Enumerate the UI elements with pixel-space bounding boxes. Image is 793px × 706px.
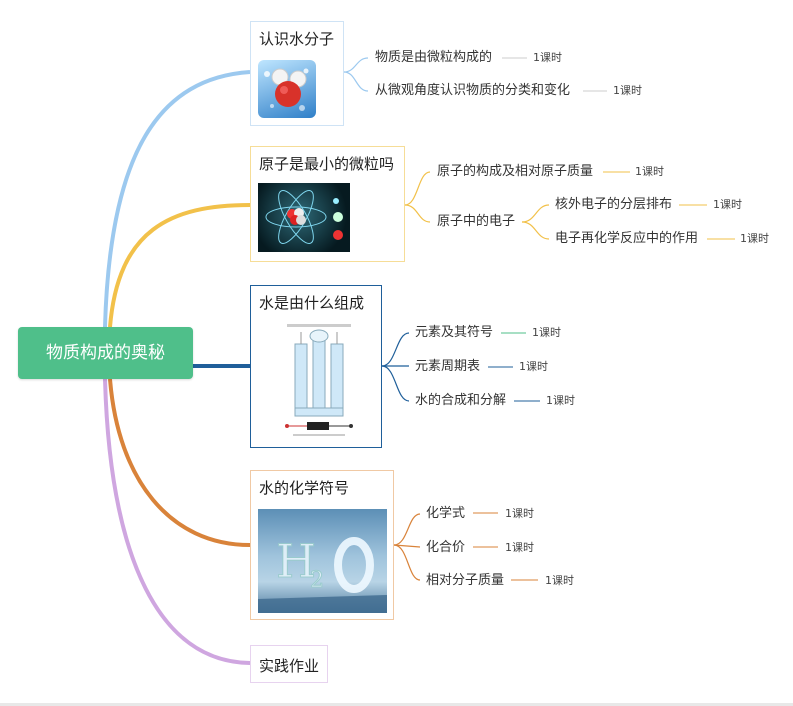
node-label[interactable]: 物质是由微粒构成的 <box>375 50 493 65</box>
child-line <box>404 204 431 223</box>
child-line <box>393 544 421 548</box>
topic-practice[interactable]: 实践作业 <box>250 645 328 683</box>
child-line <box>393 544 421 581</box>
water-molecule-image <box>258 60 316 118</box>
branch-line-1 <box>103 70 251 328</box>
lesson-tag: 1课时 <box>740 232 769 245</box>
lesson-tag: 1课时 <box>546 394 575 407</box>
topic-water-molecule[interactable]: 认识水分子 <box>250 21 344 126</box>
node-label[interactable]: 元素周期表 <box>415 359 481 374</box>
node-label[interactable]: 化学式 <box>426 506 466 521</box>
topic-title: 实践作业 <box>259 657 320 675</box>
atom-model-image <box>258 183 350 252</box>
topic-title: 水是由什么组成 <box>259 294 365 312</box>
lesson-tag: 1课时 <box>635 165 664 178</box>
branch-line-5 <box>103 378 251 665</box>
lesson-tag: 1课时 <box>532 326 561 339</box>
child-line <box>521 221 550 240</box>
root-topic[interactable]: 物质构成的奥秘 <box>18 327 193 379</box>
topic-title: 水的化学符号 <box>259 479 350 497</box>
lesson-tag: 1课时 <box>713 198 742 211</box>
branch-line-4 <box>108 378 251 547</box>
node-label[interactable]: 化合价 <box>426 540 466 555</box>
node-label[interactable]: 原子的构成及相对原子质量 <box>437 164 594 179</box>
node-label[interactable]: 水的合成和分解 <box>415 393 507 408</box>
child-line <box>343 57 369 73</box>
child-line <box>521 204 550 223</box>
bottom-edge <box>0 703 793 706</box>
child-line <box>381 332 410 367</box>
lesson-tag: 1课时 <box>505 507 534 520</box>
lesson-tag: 1课时 <box>613 84 642 97</box>
ice-h2o-letters-image: H 2 <box>258 509 387 613</box>
topic-title: 认识水分子 <box>259 30 335 48</box>
lesson-tag: 1课时 <box>545 574 574 587</box>
child-line <box>343 71 369 92</box>
topic-title: 原子是最小的微粒吗 <box>259 155 395 173</box>
lesson-tag: 1课时 <box>519 360 548 373</box>
branch-line-2 <box>108 203 251 328</box>
child-line <box>404 171 431 206</box>
lesson-tag: 1课时 <box>505 541 534 554</box>
node-label[interactable]: 电子再化学反应中的作用 <box>555 231 699 246</box>
node-label[interactable]: 相对分子质量 <box>426 573 505 588</box>
svg-text:2: 2 <box>310 568 324 593</box>
svg-text:H: H <box>276 534 316 588</box>
child-line <box>381 365 410 402</box>
node-label[interactable]: 元素及其符号 <box>415 325 494 340</box>
node-label[interactable]: 核外电子的分层排布 <box>555 197 673 212</box>
topic-atom[interactable]: 原子是最小的微粒吗 <box>250 146 405 262</box>
node-label[interactable]: 原子中的电子 <box>437 214 516 229</box>
lesson-tag: 1课时 <box>533 51 562 64</box>
water-electrolysis-diagram <box>277 322 361 438</box>
topic-chemical-symbol[interactable]: 水的化学符号 H 2 <box>250 470 394 620</box>
topic-water-composition[interactable]: 水是由什么组成 <box>250 285 382 448</box>
node-label[interactable]: 从微观角度认识物质的分类和变化 <box>375 83 571 98</box>
child-line <box>393 513 421 546</box>
